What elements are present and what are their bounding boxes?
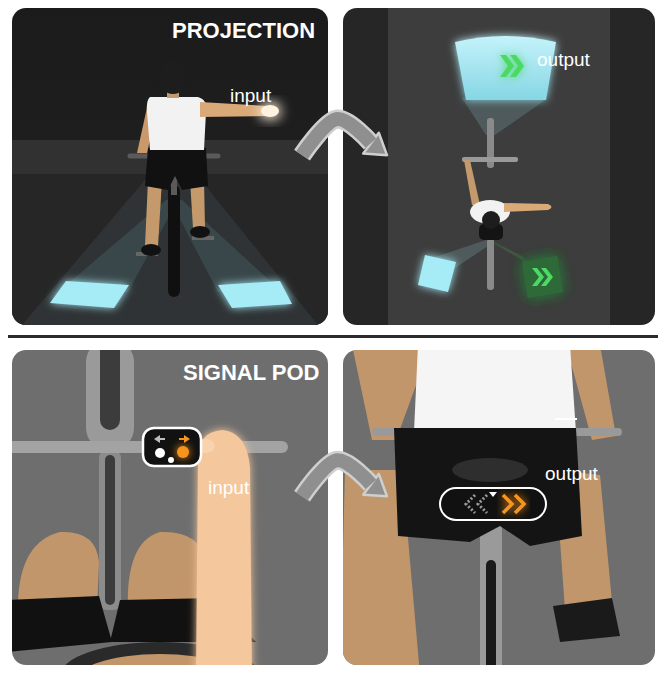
illustration-panel: output	[343, 8, 655, 325]
callout-label: input	[208, 478, 249, 497]
panel-heading: SIGNAL POD	[183, 362, 320, 384]
panel-heading: PROJECTION	[172, 20, 315, 42]
callout-label: input	[230, 86, 271, 105]
illustration-panel: PROJECTION input	[12, 8, 328, 325]
callout-label: output	[545, 464, 598, 483]
callout-label: output	[537, 50, 590, 69]
illustration-panel: output	[343, 350, 655, 665]
illustration-panel: SIGNAL POD input	[12, 350, 328, 665]
divider-line	[8, 335, 658, 338]
